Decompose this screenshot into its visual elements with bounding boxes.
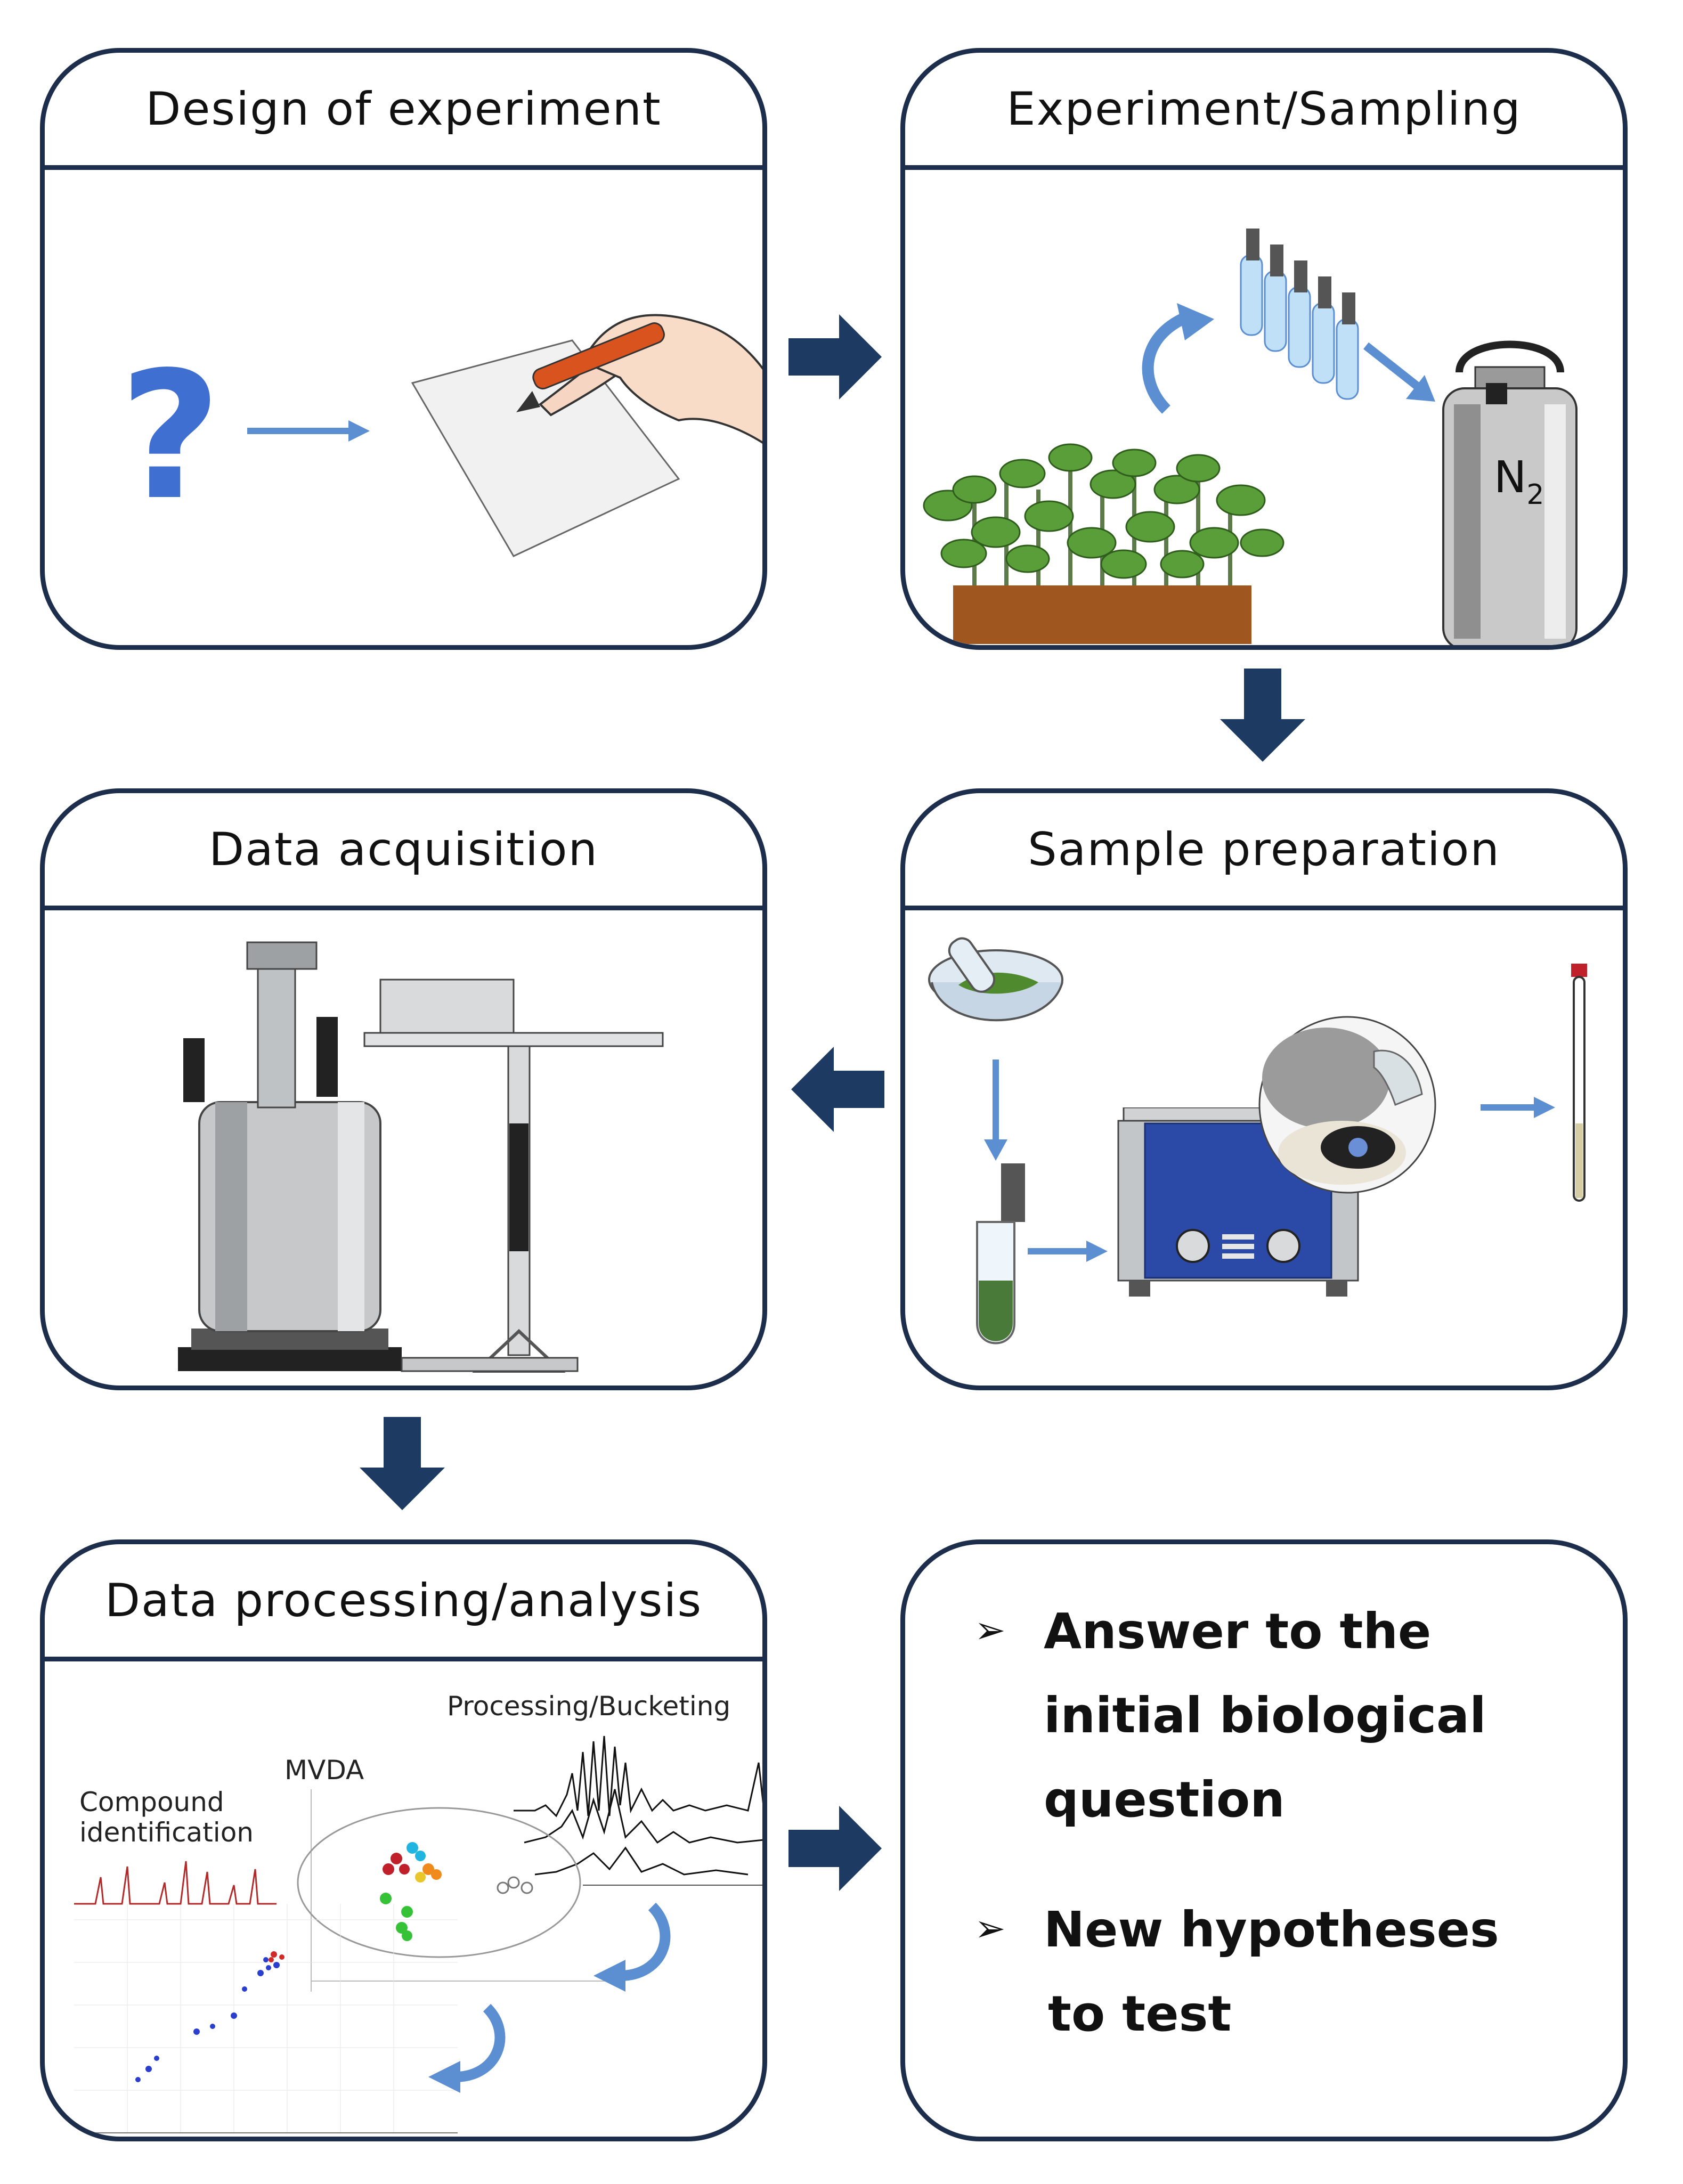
arrow-design-to-experiment xyxy=(788,314,882,400)
arrow-processing-to-outcome xyxy=(788,1806,882,1891)
panel-experiment-sampling: Experiment/Sampling xyxy=(900,48,1628,650)
panel-sample-preparation: Sample preparation xyxy=(900,788,1628,1390)
nmr-spectrometer-icon xyxy=(178,941,664,1373)
arrow-prep-to-acquisition xyxy=(791,1047,884,1132)
panel-data-acquisition: Data acquisition xyxy=(40,788,767,1390)
curved-arrow-icon xyxy=(428,2003,506,2093)
label-mvda: MVDA xyxy=(284,1755,364,1786)
curved-arrow-icon xyxy=(1142,303,1214,414)
arrow-experiment-to-prep xyxy=(1220,669,1305,762)
spectrum-plot-icon xyxy=(514,1735,762,1886)
falcon-tube-icon xyxy=(976,1163,1025,1344)
question-mark-icon: ? xyxy=(119,334,222,539)
arrow-right-icon xyxy=(247,420,370,442)
dewar-subscript: 2 xyxy=(1526,479,1544,511)
pca-plot-icon xyxy=(297,1789,625,1992)
panel-data-processing: Data processing/analysis Processing/Buck… xyxy=(40,1539,767,2141)
sample-tubes-icon xyxy=(1240,229,1359,400)
plant-tray-icon xyxy=(923,443,1284,644)
arrow-right-icon xyxy=(1028,1241,1108,1262)
hypothesis-line-1: New hypotheses xyxy=(1044,1901,1499,1958)
arrow-acquisition-to-processing xyxy=(360,1417,445,1510)
centrifuge-icon xyxy=(1258,1016,1436,1194)
panel-design-of-experiment: Design of experiment ? xyxy=(40,48,767,650)
panel-outcome: ➢ Answer to the initial biological quest… xyxy=(900,1539,1628,2141)
curved-arrow-icon xyxy=(593,1902,671,1992)
panel-title: Experiment/Sampling xyxy=(905,53,1623,170)
bullet-arrow-icon: ➢ xyxy=(974,1906,1006,1950)
label-compound-identification-1: Compound xyxy=(79,1787,224,1818)
arrow-diagonal-icon xyxy=(1363,342,1435,402)
panel-title: Design of experiment xyxy=(45,53,762,170)
panel-title: Sample preparation xyxy=(905,793,1623,910)
hand-pen-icon xyxy=(411,314,762,557)
nmr-tube-icon xyxy=(1571,964,1587,1202)
panel-title: Data processing/analysis xyxy=(45,1544,762,1661)
answer-line-3: question xyxy=(1044,1771,1285,1828)
hypothesis-line-2: to test xyxy=(1048,1985,1232,2042)
bullet-arrow-icon: ➢ xyxy=(974,1608,1006,1652)
answer-line-2: initial biological xyxy=(1044,1687,1486,1744)
nitrogen-dewar-icon: N2 xyxy=(1438,324,1582,645)
answer-line-1: Answer to the xyxy=(1044,1603,1432,1660)
panel-title: Data acquisition xyxy=(45,793,762,910)
mortar-icon xyxy=(928,937,1063,1022)
arrow-down-icon xyxy=(984,1060,1007,1161)
dewar-label: N xyxy=(1494,452,1527,503)
arrow-right-icon xyxy=(1481,1097,1555,1118)
label-processing-bucketing: Processing/Bucketing xyxy=(447,1691,731,1722)
label-compound-identification-2: identification xyxy=(79,1817,254,1848)
compound-identification-plot-icon xyxy=(74,1861,458,2133)
